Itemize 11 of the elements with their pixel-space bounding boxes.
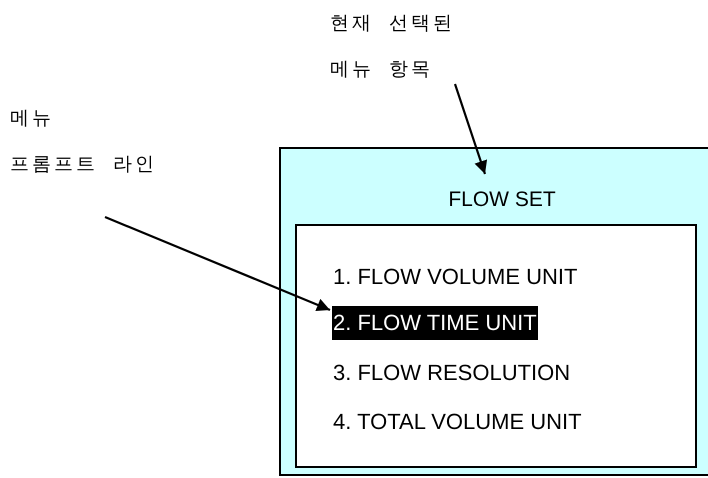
menu-title: FLOW SET (431, 174, 573, 226)
menu-list-box (295, 224, 697, 468)
arrow (104, 216, 330, 312)
highlighted-menu-item: 2. FLOW TIME UNIT (332, 306, 538, 340)
menu-item: 3. FLOW RESOLUTION (332, 356, 572, 390)
menu-item: 4. TOTAL VOLUME UNIT (332, 405, 583, 439)
menu-item: 1. FLOW VOLUME UNIT (332, 260, 578, 294)
screen-panel (279, 147, 708, 476)
callout-text: 메뉴 프롬프트 라인 (10, 95, 175, 187)
callout-text: 현재 선택된 메뉴 항목 (330, 0, 460, 92)
arrow (454, 84, 488, 174)
